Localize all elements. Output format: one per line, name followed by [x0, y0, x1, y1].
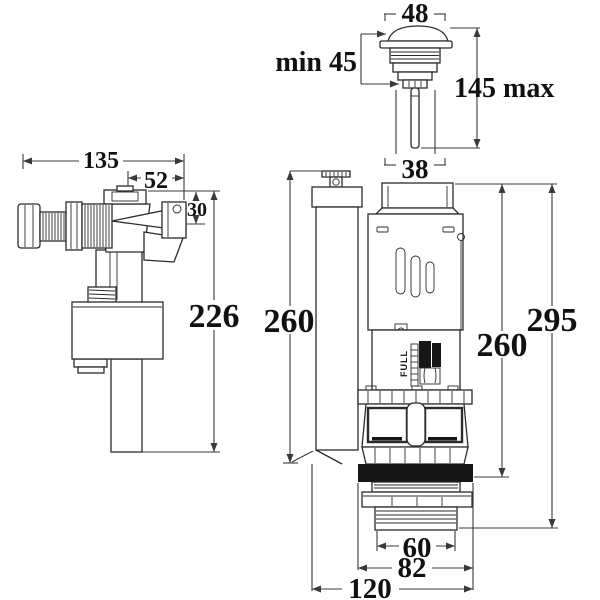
- flush-valve-cap: [374, 182, 461, 215]
- adjuster-slider: [419, 341, 431, 368]
- outlet-thread: [361, 481, 473, 531]
- dim-flush-base-width-label: 120: [348, 573, 392, 600]
- fill-valve-dimensions: 135 52 30 226: [22, 148, 240, 453]
- push-button-body: [379, 25, 453, 149]
- flush-valve-dimensions: 260 260 295 60 82 120: [264, 170, 578, 600]
- dim-button-max-length-label: 145 max: [454, 73, 554, 104]
- dim-flush-overall-height-label: 295: [527, 302, 578, 339]
- sealing-gasket: [358, 464, 473, 482]
- float-arm: [111, 201, 187, 239]
- dim-fill-head-width-label: 52: [144, 168, 168, 194]
- push-button-dimensions: 48 min 45 145 max 38: [275, 0, 554, 184]
- overflow-tube: [311, 170, 363, 465]
- dim-flush-overflow-height-label: 260: [264, 303, 315, 340]
- dim-button-min-insert-label: min 45: [275, 47, 357, 78]
- full-adjustment-label: FULL: [399, 350, 409, 377]
- flush-valve-figure: FULL: [264, 170, 578, 600]
- dim-button-stem-base-width-label: 38: [402, 154, 429, 184]
- push-button-figure: 48 min 45 145 max 38: [275, 0, 554, 184]
- dim-fill-arm-height-label: 30: [187, 199, 207, 221]
- fill-valve-figure: 135 52 30 226: [17, 148, 240, 453]
- dim-fill-overall-length-label: 135: [83, 148, 119, 174]
- fill-valve-shank: [110, 358, 143, 453]
- inlet-coil: [87, 286, 117, 304]
- dim-flush-locknut-width-label: 82: [398, 552, 427, 584]
- inlet-shank: [17, 201, 113, 251]
- flush-valve-body: [367, 213, 465, 339]
- float-cup: [71, 301, 164, 360]
- flush-adjuster-section: FULL: [371, 329, 461, 391]
- button-rod: [410, 87, 420, 149]
- dim-flush-valve-height-label: 260: [477, 327, 528, 364]
- dim-button-cap-width-label: 48: [402, 0, 429, 28]
- valve-base: [361, 402, 469, 465]
- dim-fill-overall-height-label: 226: [189, 298, 240, 335]
